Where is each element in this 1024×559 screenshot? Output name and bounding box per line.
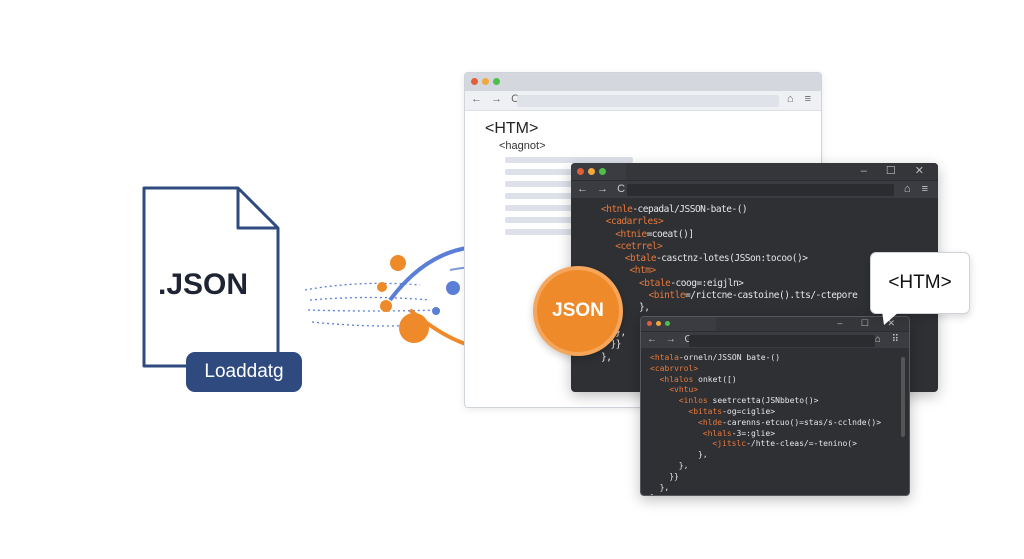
file-icon bbox=[142, 186, 280, 368]
nav-buttons[interactable]: ← → C bbox=[471, 93, 523, 105]
code-line: }, bbox=[650, 483, 881, 494]
toolbar-icons[interactable]: ⌂ ≡ bbox=[903, 183, 932, 195]
code-line: }} bbox=[650, 472, 881, 483]
code-line: <btale-casctnz-lotes(JSSon:tocoo()> bbox=[601, 253, 857, 265]
code-text: -orneln/JSSON bate-() bbox=[678, 353, 781, 362]
code-text: }, bbox=[659, 482, 670, 492]
code-line: <htala-orneln/JSSON bate-() bbox=[650, 353, 881, 364]
code-line: <hlals-3=:glie> bbox=[650, 429, 881, 440]
code-line: <cetrrel> bbox=[601, 241, 857, 253]
code-text: -coog=:eigjln> bbox=[670, 277, 744, 289]
window-controls[interactable]: – ☐ ✕ bbox=[837, 318, 903, 328]
code-text: }, bbox=[601, 351, 612, 363]
code-text: }, bbox=[678, 460, 689, 470]
code-text: -/htte-cleas/=-tenino(> bbox=[746, 439, 857, 449]
code-block: <htala-orneln/JSSON bate-()<cabrvrol><hl… bbox=[650, 353, 881, 495]
html-heading: <HTM> bbox=[485, 120, 539, 137]
code-line: }} bbox=[601, 339, 857, 351]
code-text: }, bbox=[639, 302, 650, 314]
json-badge: JSON bbox=[533, 266, 623, 356]
code-text: }} bbox=[669, 471, 679, 481]
code-line: <cadarrles> bbox=[601, 216, 857, 228]
code-tag: <bintle bbox=[648, 290, 686, 302]
code-line: <jitslc-/htte-cleas/=-tenino(> bbox=[650, 439, 881, 450]
code-text: seetrcetta(JSNbbeto()> bbox=[707, 396, 819, 406]
address-bar[interactable] bbox=[689, 335, 875, 347]
toolbar-icons[interactable]: ⌂ ≡ bbox=[786, 93, 815, 105]
code-block: <htnle-cepadal/JSSON-bate-()<cadarrles><… bbox=[601, 204, 858, 364]
code-tag: <cetrrel> bbox=[615, 240, 663, 252]
code-text: -cepadal/JSSON-bate-() bbox=[632, 204, 748, 215]
code-tag: <bitats bbox=[688, 406, 723, 416]
code-line: <vhtu> bbox=[650, 385, 881, 396]
code-line: }, bbox=[601, 302, 857, 314]
code-text: }, bbox=[650, 493, 660, 495]
code-text: }, bbox=[615, 326, 626, 338]
code-text: -carenns-etcuo()=stas/s-cclnde()> bbox=[722, 417, 882, 427]
code-line: <htm> bbox=[601, 265, 857, 277]
code-line: <cabrvrol> bbox=[650, 364, 881, 375]
nav-buttons[interactable]: ← → C bbox=[647, 334, 695, 345]
code-line: <btale-coog=:eigjln> bbox=[601, 278, 857, 290]
address-bar[interactable] bbox=[627, 184, 894, 196]
code-tag: <vhtu> bbox=[669, 385, 699, 395]
code-tag: <htm> bbox=[629, 265, 657, 277]
code-text: onket([) bbox=[693, 374, 737, 384]
code-text: =/rictcne-castoine().tts/-ctepore bbox=[685, 290, 858, 302]
code-line: <hlalos onket([) bbox=[650, 375, 881, 386]
code-line: }, bbox=[650, 493, 881, 495]
code-tag: <cadarrles> bbox=[605, 216, 664, 228]
code-tag: <htnle bbox=[601, 204, 633, 215]
code-line: }, bbox=[650, 461, 881, 472]
window-controls[interactable]: – ☐ ✕ bbox=[860, 165, 932, 177]
toolbar-icons[interactable]: ⌂ ⠿ bbox=[874, 334, 903, 345]
code-text: }, bbox=[698, 450, 708, 460]
code-tag: <cabrvrol> bbox=[650, 363, 699, 373]
code-tag: <jitslc bbox=[712, 439, 747, 449]
html-tooltip: <HTM> bbox=[870, 252, 970, 314]
address-bar[interactable] bbox=[517, 95, 779, 107]
code-text: -og=ciglie> bbox=[722, 406, 776, 416]
code-line: <htnie=coeat()] bbox=[601, 229, 857, 241]
code-text: }} bbox=[610, 339, 622, 351]
code-line: }, bbox=[601, 352, 857, 364]
code-tag: <htala bbox=[650, 353, 679, 362]
code-tag: <htnie bbox=[615, 228, 647, 240]
html-subheading: <hagnot> bbox=[499, 140, 546, 152]
code-tag: <hlalos bbox=[659, 374, 694, 384]
code-tag: <inlos bbox=[678, 396, 708, 406]
tooltip-pointer bbox=[882, 311, 900, 325]
code-line: ​ bbox=[601, 315, 857, 327]
scrollbar[interactable] bbox=[901, 357, 905, 437]
nav-buttons[interactable]: ← → C bbox=[577, 183, 629, 195]
code-line: <inlos seetrcetta(JSNbbeto()> bbox=[650, 396, 881, 407]
code-line: }, bbox=[650, 450, 881, 461]
file-extension: .JSON bbox=[158, 268, 249, 301]
code-text: -3=:glie> bbox=[731, 428, 776, 438]
code-tag: <btale bbox=[624, 253, 657, 265]
code-editor-window-2: – ☐ ✕ ← → C ⌂ ⠿ <htala-orneln/JSSON bate-… bbox=[640, 316, 910, 496]
load-data-badge[interactable]: Loaddatg bbox=[186, 352, 302, 392]
code-text: =coeat()] bbox=[646, 228, 694, 240]
code-line: <bitats-og=ciglie> bbox=[650, 407, 881, 418]
code-line: }, bbox=[601, 327, 857, 339]
code-tag: <hlde bbox=[698, 417, 723, 427]
code-text: -casctnz-lotes(JSSon:tocoo()> bbox=[656, 253, 808, 265]
code-line: <hlde-carenns-etcuo()=stas/s-cclnde()> bbox=[650, 418, 881, 429]
code-tag: <btale bbox=[639, 277, 671, 289]
code-tag: <hlals bbox=[702, 428, 732, 438]
code-line: <htnle-cepadal/JSSON-bate-() bbox=[601, 204, 857, 216]
code-line: <bintle=/rictcne-castoine().tts/-ctepore bbox=[601, 290, 858, 302]
